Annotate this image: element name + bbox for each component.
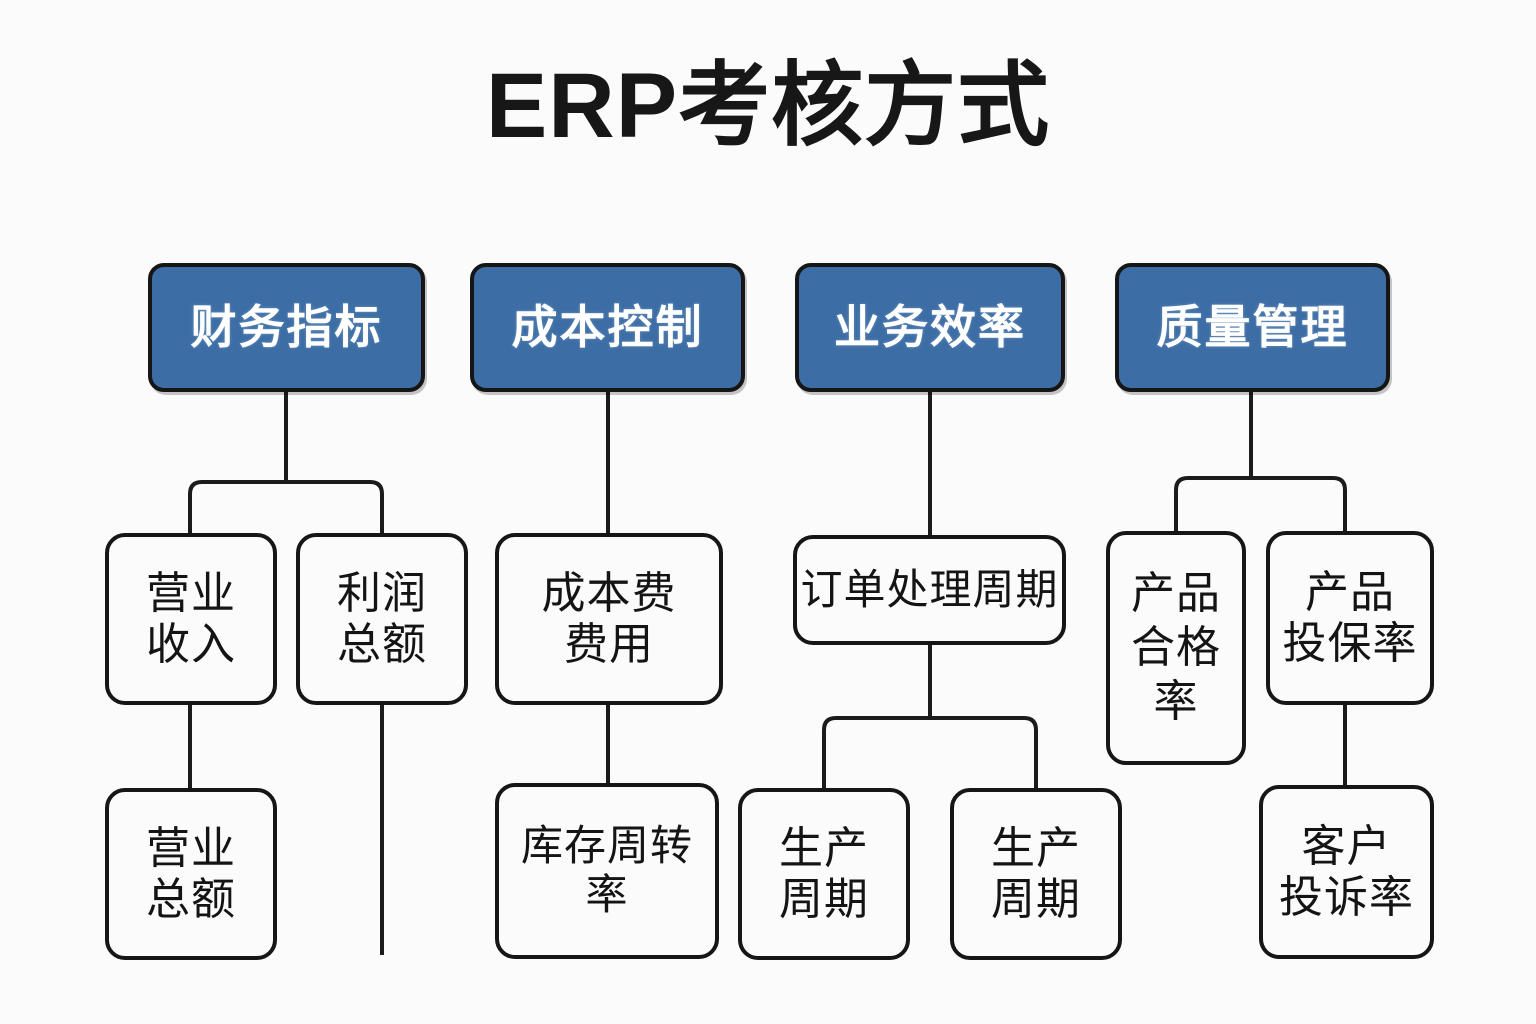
leaf-label-production-cycle-2: 生产 周期 (991, 823, 1081, 924)
category-label-efficiency: 业务效率 (834, 301, 1026, 354)
leaf-box-customer-complaint[interactable]: 客户 投诉率 (1259, 785, 1434, 959)
leaf-box-inventory-turnover[interactable]: 库存周转 率 (495, 783, 719, 959)
connector-order-branch (822, 716, 1038, 790)
leaf-box-product-insured-rate[interactable]: 产品 投保率 (1266, 531, 1434, 705)
category-box-quality[interactable]: 质量管理 (1115, 263, 1390, 392)
leaf-label-product-insured-rate: 产品 投保率 (1282, 567, 1418, 668)
leaf-label-operating-revenue: 营业 收入 (146, 568, 236, 669)
leaf-label-total-profit: 利润 总额 (337, 568, 427, 669)
leaf-label-order-cycle: 订单处理周期 (800, 565, 1059, 613)
leaf-box-cost-expense[interactable]: 成本费 费用 (495, 533, 723, 705)
leaf-label-inventory-turnover: 库存周转 率 (520, 822, 693, 918)
leaf-label-operating-total: 营业 总额 (146, 823, 236, 924)
leaf-box-operating-revenue[interactable]: 营业 收入 (105, 533, 277, 705)
category-box-finance[interactable]: 财务指标 (148, 263, 425, 392)
leaf-label-production-cycle-1: 生产 周期 (779, 823, 869, 924)
leaf-box-total-profit[interactable]: 利润 总额 (296, 533, 468, 705)
category-box-efficiency[interactable]: 业务效率 (795, 263, 1065, 392)
leaf-box-order-cycle[interactable]: 订单处理周期 (793, 535, 1066, 645)
connector-quality-branch (1174, 476, 1347, 533)
leaf-label-product-pass-rate: 产品 合格 率 (1131, 569, 1221, 726)
category-box-cost[interactable]: 成本控制 (470, 263, 745, 392)
leaf-box-product-pass-rate[interactable]: 产品 合格 率 (1106, 531, 1246, 765)
leaf-label-customer-complaint: 客户 投诉率 (1279, 821, 1414, 922)
category-label-finance: 财务指标 (190, 301, 383, 354)
leaf-box-production-cycle-2[interactable]: 生产 周期 (950, 788, 1122, 960)
category-label-quality: 质量管理 (1156, 301, 1349, 354)
page-title: ERP考核方式 (485, 55, 1051, 157)
leaf-box-production-cycle-1[interactable]: 生产 周期 (738, 788, 910, 960)
leaf-label-cost-expense: 成本费 费用 (541, 568, 677, 669)
leaf-box-operating-total[interactable]: 营业 总额 (105, 788, 277, 960)
connector-finance-branch (188, 480, 384, 535)
category-label-cost: 成本控制 (511, 301, 704, 354)
